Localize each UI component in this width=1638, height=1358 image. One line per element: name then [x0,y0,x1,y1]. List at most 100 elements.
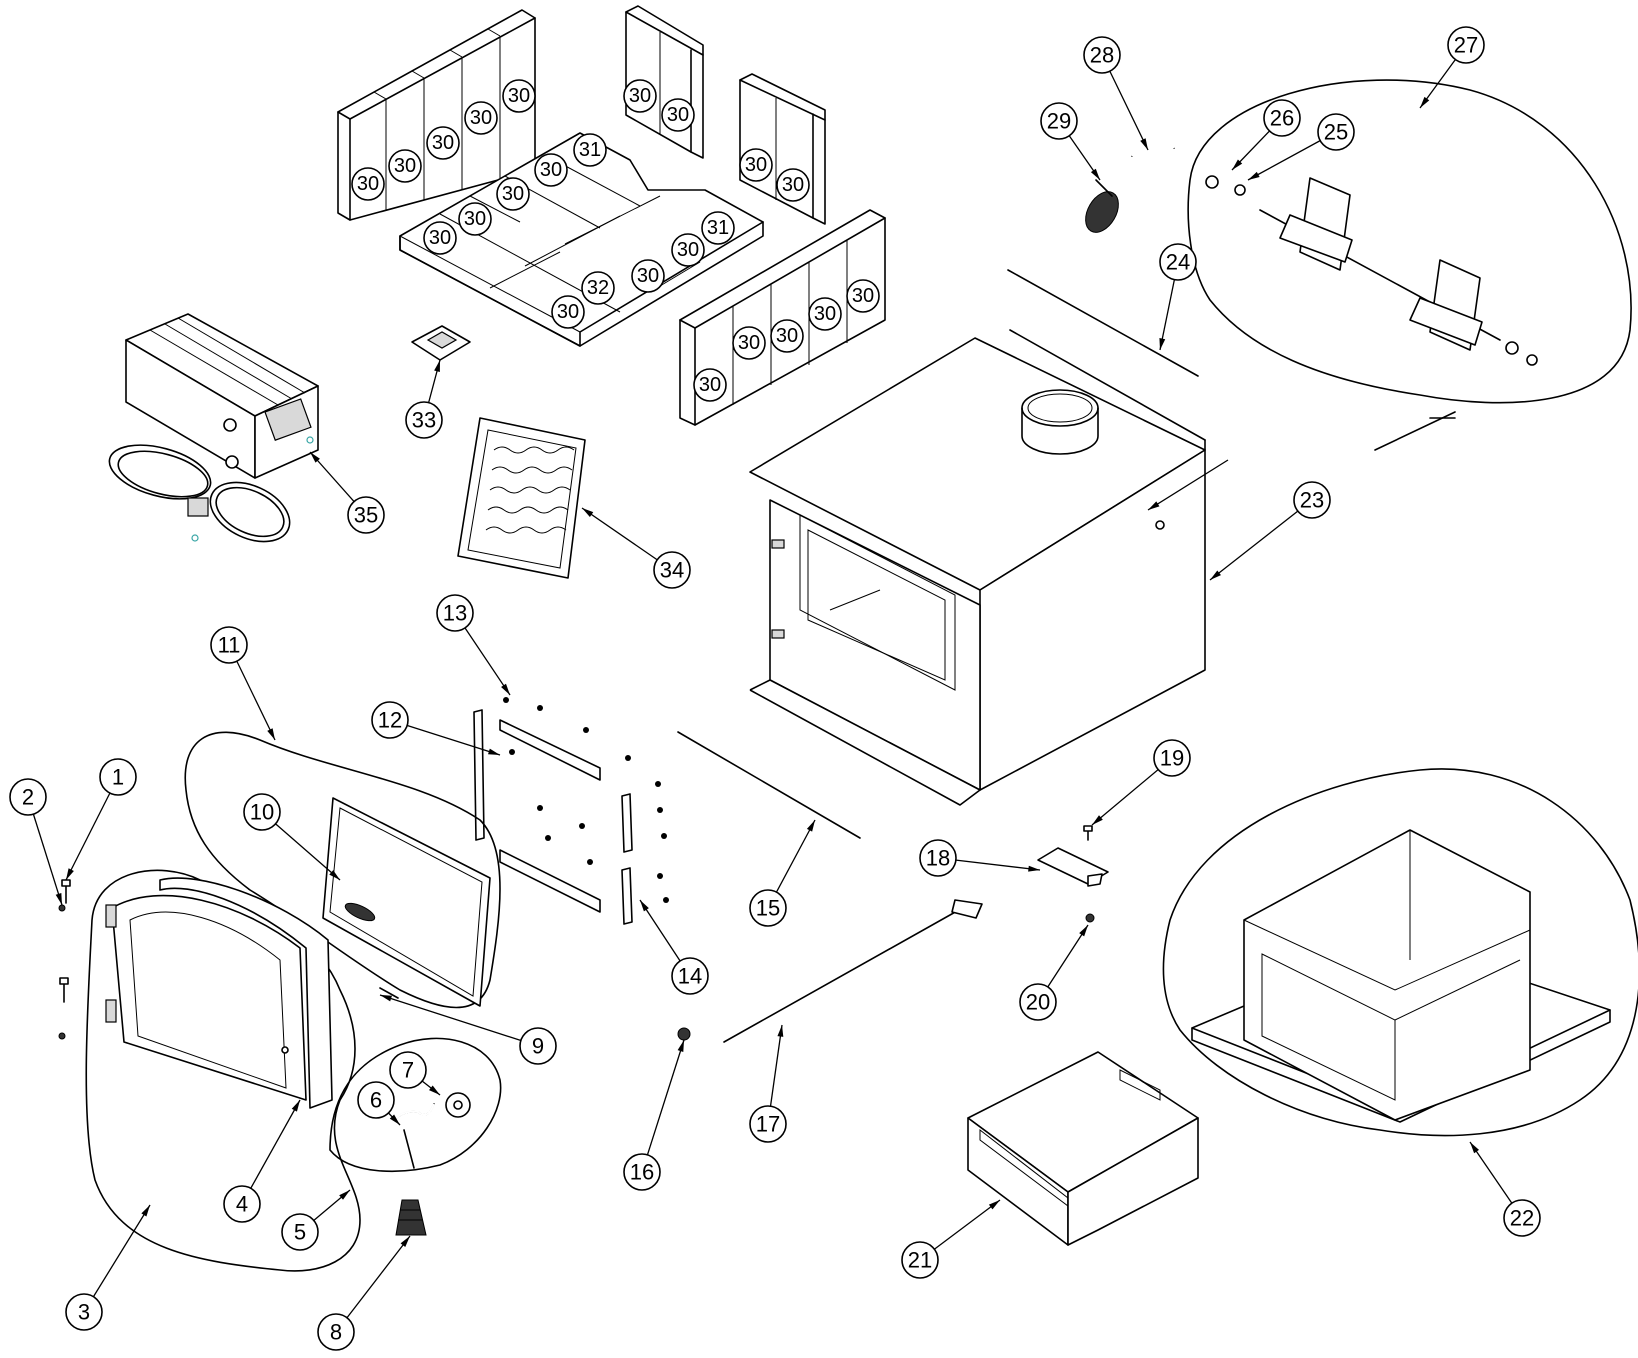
callout-number: 14 [678,964,702,989]
callout-circle [317,1313,355,1351]
brick-callout-circle [458,202,492,236]
callout-25: 25 [1317,113,1355,151]
callout-5: 5 [281,1213,319,1251]
callout-number: 5 [294,1220,306,1245]
leader-arrowhead [329,870,340,880]
callout-9: 9 [519,1027,557,1065]
pedestal-bubble [1162,768,1638,1137]
brick-callout-number: 30 [637,265,659,287]
callout-number: 13 [443,601,467,626]
rear-firebrick-wall [337,9,536,221]
callout-number: 24 [1166,250,1190,275]
brick-callout-30: 30 [661,98,695,132]
leader-line [1209,499,1313,581]
brick-callout-circle [661,98,695,132]
callout-4: 4 [223,1185,261,1223]
brick-callout-number: 30 [745,154,767,176]
callout-number: 35 [354,503,378,528]
callout-circle [1317,113,1355,151]
callout-circle [371,701,409,739]
leader-arrowhead [1148,501,1160,510]
callout-circle [1083,36,1121,74]
brick-callout-number: 30 [629,85,651,107]
leader-line [379,994,539,1047]
callout-number: 8 [330,1320,342,1345]
callout-circle [405,401,443,439]
leader-arrowhead [1420,96,1430,108]
door-bubble [85,869,361,1272]
callout-circle [1447,26,1485,64]
brick-callout-circle [739,148,773,182]
brick-callout-circle [551,295,585,329]
brick-callout-30: 30 [623,79,657,113]
callout-10: 10 [243,793,281,831]
callout-29: 29 [1040,102,1078,140]
callout-18: 18 [919,839,957,877]
brick-callout-circle [776,168,810,202]
leader-line [389,719,501,756]
callout-number: 19 [1160,746,1184,771]
brick-callout-circle [631,259,665,293]
brick-callout-number: 30 [470,107,492,129]
brick-callout-circle [808,297,842,331]
brick-callout-number: 30 [852,285,874,307]
brick-callout-circle [388,149,422,183]
callout-number: 17 [756,1112,780,1137]
callout-15: 15 [749,889,787,927]
brick-callout-30: 30 [770,319,804,353]
ash-grate-part [411,325,471,361]
brick-callout-circle [351,167,385,201]
manual-label-sheet [457,417,586,579]
callout-circle [243,793,281,831]
front-firebrick-wall [679,209,886,426]
callout-number: 29 [1047,109,1071,134]
leader-arrowhead [1079,925,1088,937]
callout-circle [389,1051,427,1089]
brick-callout-circle [502,79,536,113]
brick-callout-circle [423,221,457,255]
callout-circle [9,778,47,816]
leader-arrowhead [434,360,440,372]
brick-callout-30: 30 [551,295,585,329]
callout-number: 10 [250,800,274,825]
brick-callout-30: 30 [502,79,536,113]
leader-arrowhead [310,452,320,463]
brick-callout-circle [426,126,460,160]
leader-arrowhead [988,1200,1000,1210]
callout-20: 20 [1019,983,1057,1021]
callout-1: 1 [99,758,137,796]
leader-arrowhead [141,1205,150,1217]
brick-callout-number: 31 [707,217,729,239]
glass-bubble [184,731,501,1009]
callout-number: 26 [1270,106,1294,131]
leader-arrowhead [1140,138,1148,150]
callout-28: 28 [1083,36,1121,74]
brick-callout-number: 31 [579,139,601,161]
rod-15 [677,731,861,839]
brick-callout-number: 30 [502,183,524,205]
leader-line [65,776,119,881]
leader-arrowhead [389,1114,400,1125]
callout-circle [99,758,137,796]
callout-number: 27 [1454,33,1478,58]
brick-callout-30: 30 [631,259,665,293]
callout-number: 21 [908,1248,932,1273]
callout-number: 25 [1324,120,1348,145]
brick-callout-number: 30 [699,374,721,396]
callout-number: 6 [370,1088,382,1113]
callout-number: 16 [630,1160,654,1185]
spring-handle [395,1199,427,1236]
brick-callout-circle [623,79,657,113]
brick-callout-circle [732,326,766,360]
brick-callout-30: 30 [739,148,773,182]
callout-circle [1040,102,1078,140]
brick-callout-32: 32 [581,271,615,305]
leader-line [641,1039,685,1173]
callout-26: 26 [1263,99,1301,137]
callout-circle [1293,481,1331,519]
callout-circle [1263,99,1301,137]
leader-arrowhead [1090,168,1100,180]
callout-number: 28 [1090,43,1114,68]
callout-2: 2 [9,778,47,816]
